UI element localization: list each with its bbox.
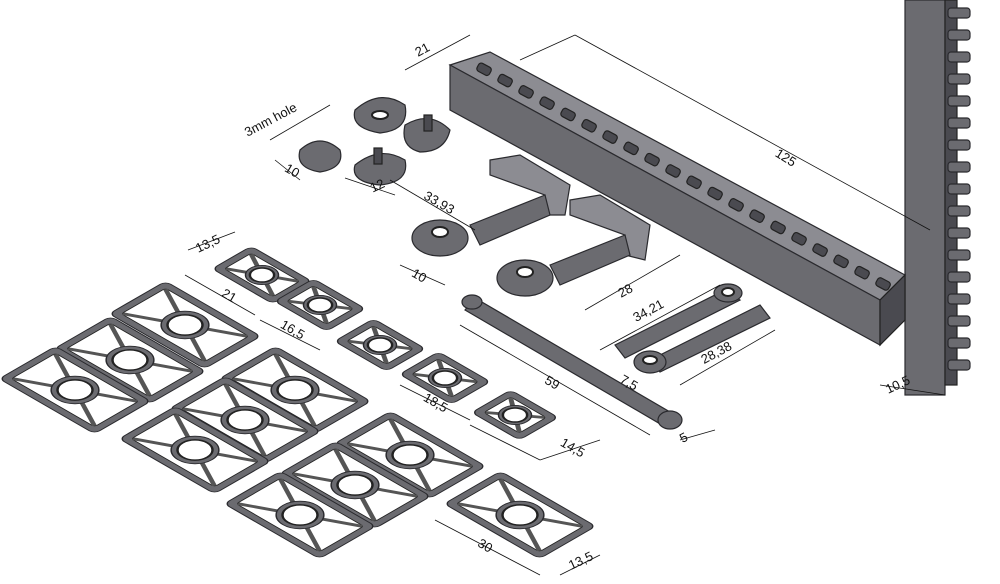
column-tooth [947,73,971,85]
column-tooth [947,117,971,129]
toothed-rail [448,51,906,347]
vertical-column [904,0,971,396]
rail-tooth [602,130,618,144]
rail-tooth [728,198,744,212]
column-tooth [947,161,971,173]
mounting-plate [1,347,149,433]
mounting-plate [281,442,429,528]
mounting-plate [336,412,484,498]
cam-parts [298,97,451,186]
rail-tooth [581,118,597,133]
column-tooth [947,271,971,283]
rail-tooth [749,209,765,223]
rail-tooth [686,175,702,190]
column-tooth [947,249,971,261]
rail-tooth [560,107,576,122]
mounting-plate [214,247,310,303]
rail-tooth [623,141,639,156]
mounting-plate [111,282,259,368]
mounting-plate [446,472,594,558]
rail-tooth [539,96,555,110]
column-tooth [947,227,971,239]
column-tooth [947,7,971,19]
mounting-plate [171,377,319,463]
column-tooth [947,315,971,327]
rail-tooth [833,254,849,269]
column-tooth [947,359,971,371]
mounting-plate [401,353,489,403]
column-tooth [947,337,971,349]
rail-tooth [875,277,891,291]
mounting-plate [336,320,424,370]
column-tooth [947,205,971,217]
rail-tooth [854,265,870,280]
column-tooth [947,51,971,63]
rail-tooth [791,231,807,246]
column-tooth [947,139,971,151]
rail-tooth [518,85,534,99]
column-tooth [947,183,971,195]
rail-tooth [644,152,660,167]
column-tooth [947,95,971,107]
mounting-plates [1,247,594,558]
rail-tooth [707,186,723,201]
link-parts [461,283,771,430]
rail-tooth [665,164,681,178]
mounting-plate [474,391,556,439]
mounting-plate [56,317,204,403]
column-tooth [947,29,971,41]
dimension-lines [184,34,946,576]
mounting-plate [276,280,364,330]
column-tooth [947,293,971,305]
rail-tooth [812,243,828,257]
mounting-plate [226,472,374,558]
rail-tooth [476,62,492,77]
mounting-plate [221,347,369,433]
arm-parts [411,154,651,297]
rail-tooth [497,73,513,88]
mounting-plate [121,407,269,493]
rail-tooth [770,220,786,235]
